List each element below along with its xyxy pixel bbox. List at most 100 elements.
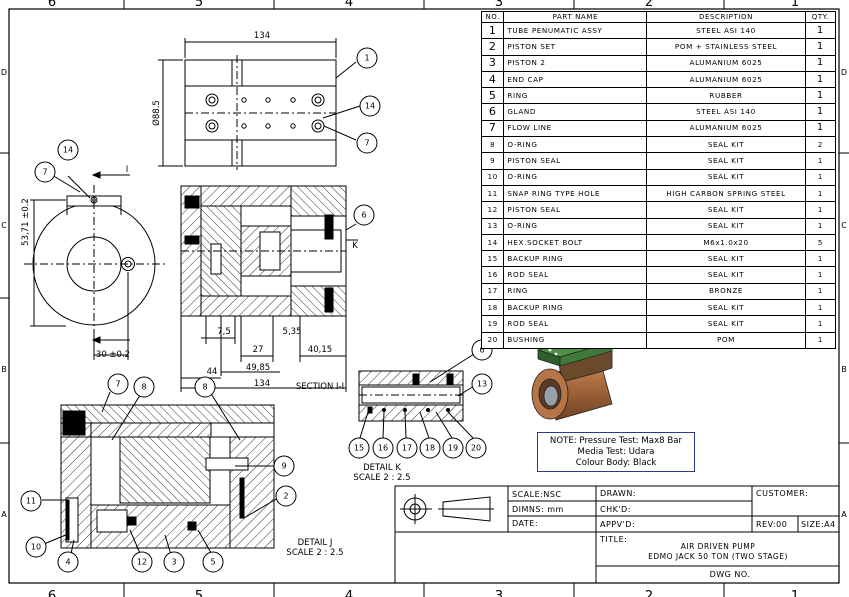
bom-cell-desc: RUBBER [646,87,806,105]
title-block [394,485,840,584]
bom-cell-desc: HIGH CARBON SPRING STEEL [646,184,806,203]
balloons [20,47,493,573]
bom-cell-desc: STEEL ASI 140 [646,21,806,40]
bom-cell-no: 13 [480,217,505,235]
bom-cell-no: 5 [480,87,505,105]
bom-cell-part: FLOW LINE [503,119,648,138]
bom-cell-qty: 1 [804,201,837,219]
bom-cell-qty: 2 [804,136,837,154]
bom-cell-part: RING [503,87,648,105]
note-line-colour: Colour Body: Black [575,458,657,468]
section-view [180,185,358,392]
bom-cell-part: RING [503,282,648,301]
zone-top-3: 3 [495,0,503,10]
balloon-13: 13 [477,380,487,389]
note-line-media: Media Test: Udara [577,447,655,457]
bom-cell-qty: 1 [804,38,837,56]
bom-cell-part: PISTON SET [503,38,648,56]
zone-bottom-1: 1 [791,589,799,597]
zone-bottom-3: 3 [495,589,503,597]
balloon-5: 5 [210,558,215,567]
balloon-6-detail-k: 6 [479,346,484,355]
bom-cell-qty: 1 [804,184,837,203]
bom-cell-no: 18 [480,299,505,317]
dimns-label: DIMNS: mm [512,505,564,514]
bom-cell-part: ROD SEAL [503,266,648,284]
balloon-7-detail-j: 7 [115,380,120,389]
bom-cell-no: 19 [480,315,505,333]
bom-cell-part: BACKUP RING [503,250,648,268]
bom-cell-no: 8 [480,136,505,154]
bom-cell-no: 7 [480,119,505,138]
bom-cell-part: PISTON SEAL [503,152,648,170]
bom-cell-no: 4 [480,70,505,89]
bom-cell-part: ROD SEAL [503,315,648,333]
bom-header-part: PART NAME [503,11,648,23]
section-dim-40-15: 40,15 [308,345,332,355]
bom-cell-qty: 1 [804,299,837,317]
scale-label: SCALE:NSC [512,490,562,499]
side-view [24,171,165,360]
balloon-14-side: 14 [63,146,73,155]
zone-top-5: 5 [195,0,203,10]
bom-cell-no: 15 [480,250,505,268]
bom-cell-desc: SEAL KIT [646,152,806,170]
section-marker-top: I [126,165,129,175]
balloon-16: 16 [378,444,388,453]
bom-cell-part: PISTON SEAL [503,201,648,219]
bom-cell-desc: SEAL KIT [646,299,806,317]
zone-right-c: C [841,221,847,230]
bom-cell-no: 9 [480,152,505,170]
bom-cell-no: 16 [480,266,505,284]
zone-top-6: 6 [48,0,56,10]
bom-cell-desc: ALUMANIUM 6025 [646,70,806,89]
bom-cell-qty: 1 [804,250,837,268]
note-box: NOTE: Pressure Test: Max8 Bar Media Test… [537,432,695,472]
date-label: DATE: [512,519,538,528]
zone-bottom-2: 2 [645,589,653,597]
bom-cell-no: 20 [480,331,505,349]
bom-cell-part: O-RING [503,136,648,154]
bom-cell-no: 10 [480,168,505,186]
title-line-2: EDMO JACK 50 TON (TWO STAGE) [648,552,788,561]
balloon-10: 10 [31,543,41,552]
bom-header-row: NO. PART NAME DESCRIPTION QTY. [480,11,837,23]
balloon-8-b: 8 [202,383,207,392]
bom-cell-part: O-RING [503,217,648,235]
balloon-20: 20 [471,444,481,453]
zone-left-c: C [1,221,7,230]
zone-right-b: B [841,365,847,374]
bom-cell-desc: STEEL ASI 140 [646,103,806,121]
bom-cell-part: END CAP [503,70,648,89]
zone-bottom-4: 4 [345,589,353,597]
balloon-15: 15 [354,444,364,453]
bom-cell-no: 12 [480,201,505,219]
bom-cell-qty: 5 [804,233,837,252]
balloon-4: 4 [65,558,70,567]
section-label: SECTION I-I [296,382,344,392]
balloon-14-top: 14 [365,102,375,111]
bom-cell-qty: 1 [804,168,837,186]
balloon-12: 12 [137,558,147,567]
zone-top-2: 2 [645,0,653,10]
balloon-7-side: 7 [42,168,47,177]
bom-cell-qty: 1 [804,266,837,284]
bom-cell-desc: SEAL KIT [646,136,806,154]
side-view-height-dim: 53,71 ±0.2 [21,198,31,246]
bom-cell-no: 11 [480,184,505,203]
bom-cell-desc: ALUMANIUM 6025 [646,54,806,72]
detail-k-view [358,353,475,439]
title-line-1: AIR DRIVEN PUMP [681,542,756,551]
